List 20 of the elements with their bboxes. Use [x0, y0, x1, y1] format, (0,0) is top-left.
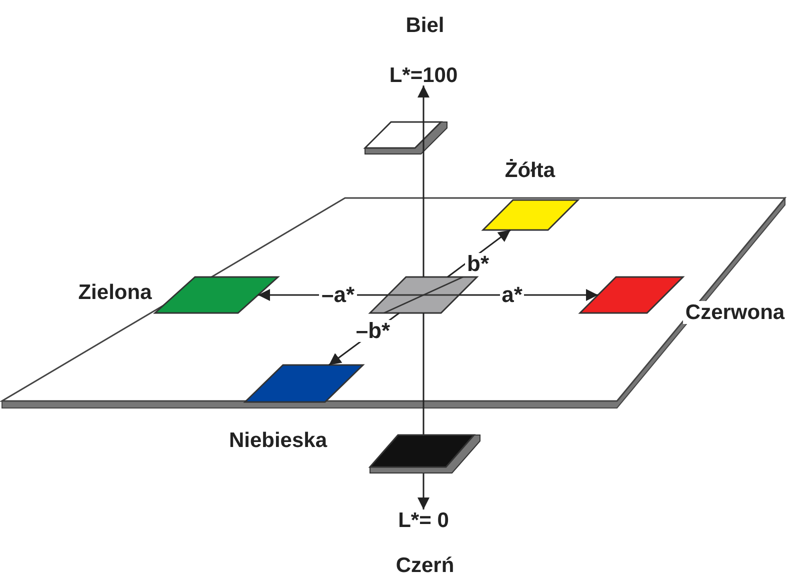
sample-patch — [365, 122, 447, 154]
arrow — [447, 229, 511, 278]
horizontal-plane — [2, 198, 787, 408]
axis-value-label: L*= 0 — [398, 510, 449, 530]
pole-label: Biel — [406, 14, 444, 36]
arrow — [459, 289, 598, 301]
sample-patch — [245, 365, 363, 402]
sample-patch — [483, 200, 578, 230]
sample-patch — [370, 435, 480, 473]
sample-patch — [580, 277, 683, 313]
patch-label: Czerwona — [683, 300, 787, 324]
sample-patch — [370, 277, 477, 313]
arrow — [418, 313, 430, 510]
edge-label: –b* — [354, 320, 392, 342]
arrow — [418, 86, 430, 277]
arrow — [328, 312, 400, 366]
pole-label: Czerń — [396, 554, 454, 576]
sample-patch — [155, 277, 278, 313]
axis-value-label: L*=100 — [389, 64, 458, 86]
arrow — [258, 289, 388, 301]
